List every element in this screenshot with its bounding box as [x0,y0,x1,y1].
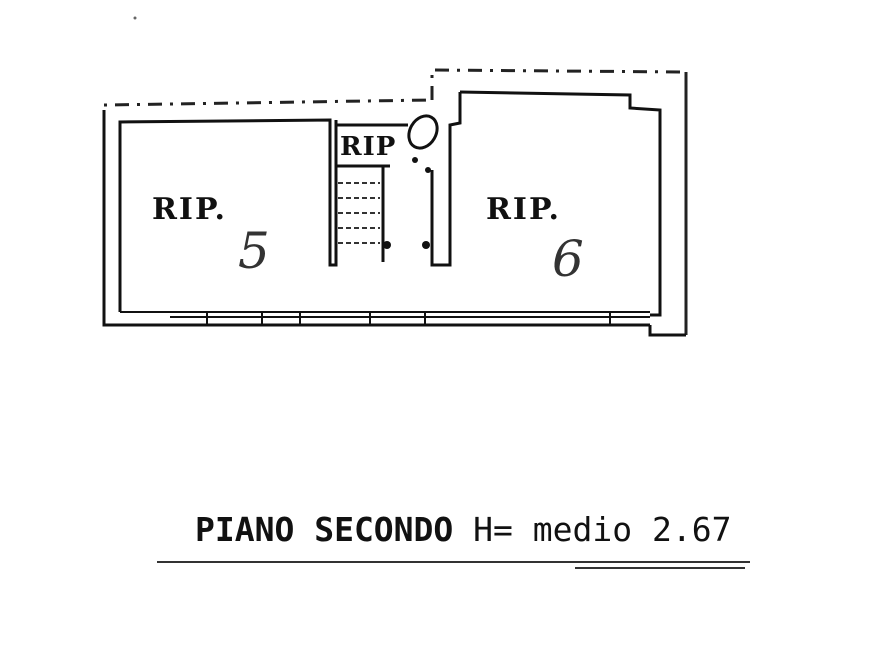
stair-treads [338,182,380,244]
room-6-label: RIP. [486,192,562,227]
column-dot [422,241,430,249]
floor-height: H= medio 2.67 [473,510,732,549]
floor-caption: PIANO SECONDO H= medio 2.67 [195,510,731,549]
column-dot [425,167,431,173]
room-6-walls [459,90,662,317]
room-6-number: 6 [552,230,584,288]
fixture-circle [407,114,439,150]
room-5-walls [118,118,338,312]
speck [133,16,137,20]
column-dot [412,157,418,163]
front-wall-windows [120,311,650,326]
stair-core-walls [336,92,462,267]
stair-room-label: RIP [340,132,397,162]
room-5-number: 5 [238,222,270,280]
floor-name: PIANO SECONDO [195,510,454,549]
room-5-label: RIP. [152,192,228,227]
column-dot [383,241,391,249]
